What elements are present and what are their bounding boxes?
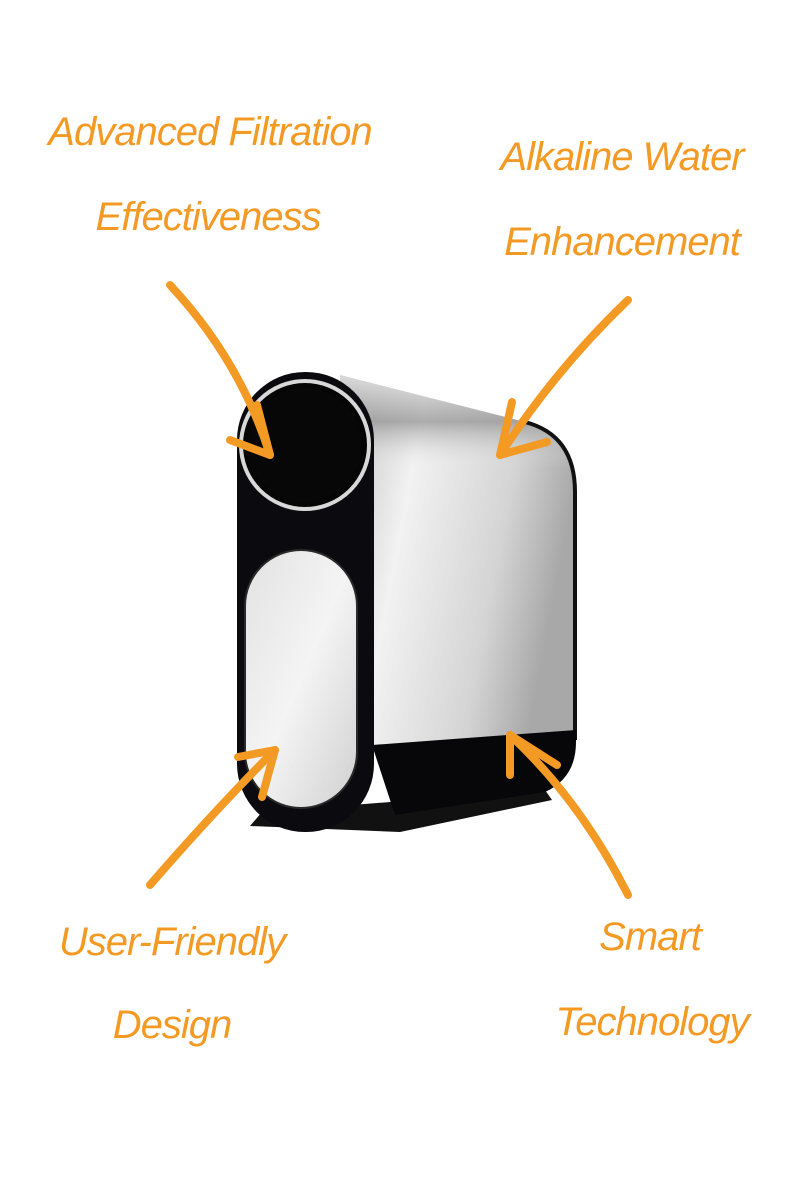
label-alkaline-line2: Enhancement: [504, 220, 743, 264]
label-smart-line2: Technology: [555, 1000, 752, 1044]
label-filtration-line2: Effectiveness: [96, 195, 322, 239]
label-smart-line1: Smart: [599, 915, 704, 959]
arrow-filtration: [166, 281, 274, 459]
label-alkaline-line1: Alkaline Water: [498, 135, 746, 179]
device-right-edge: [524, 420, 577, 740]
water-filter-device: [237, 372, 577, 832]
device-top-sheen: [340, 375, 575, 530]
arrow-smart: [506, 731, 632, 899]
filter-cap: [248, 388, 362, 502]
label-design-line1: User-Friendly: [59, 920, 289, 964]
label-design-line2: Design: [113, 1003, 232, 1047]
label-filtration-line1: Advanced Filtration: [46, 110, 371, 154]
arrow-design: [146, 746, 279, 889]
arrow-alkaline: [496, 296, 632, 459]
front-pill-panel: [244, 549, 358, 809]
